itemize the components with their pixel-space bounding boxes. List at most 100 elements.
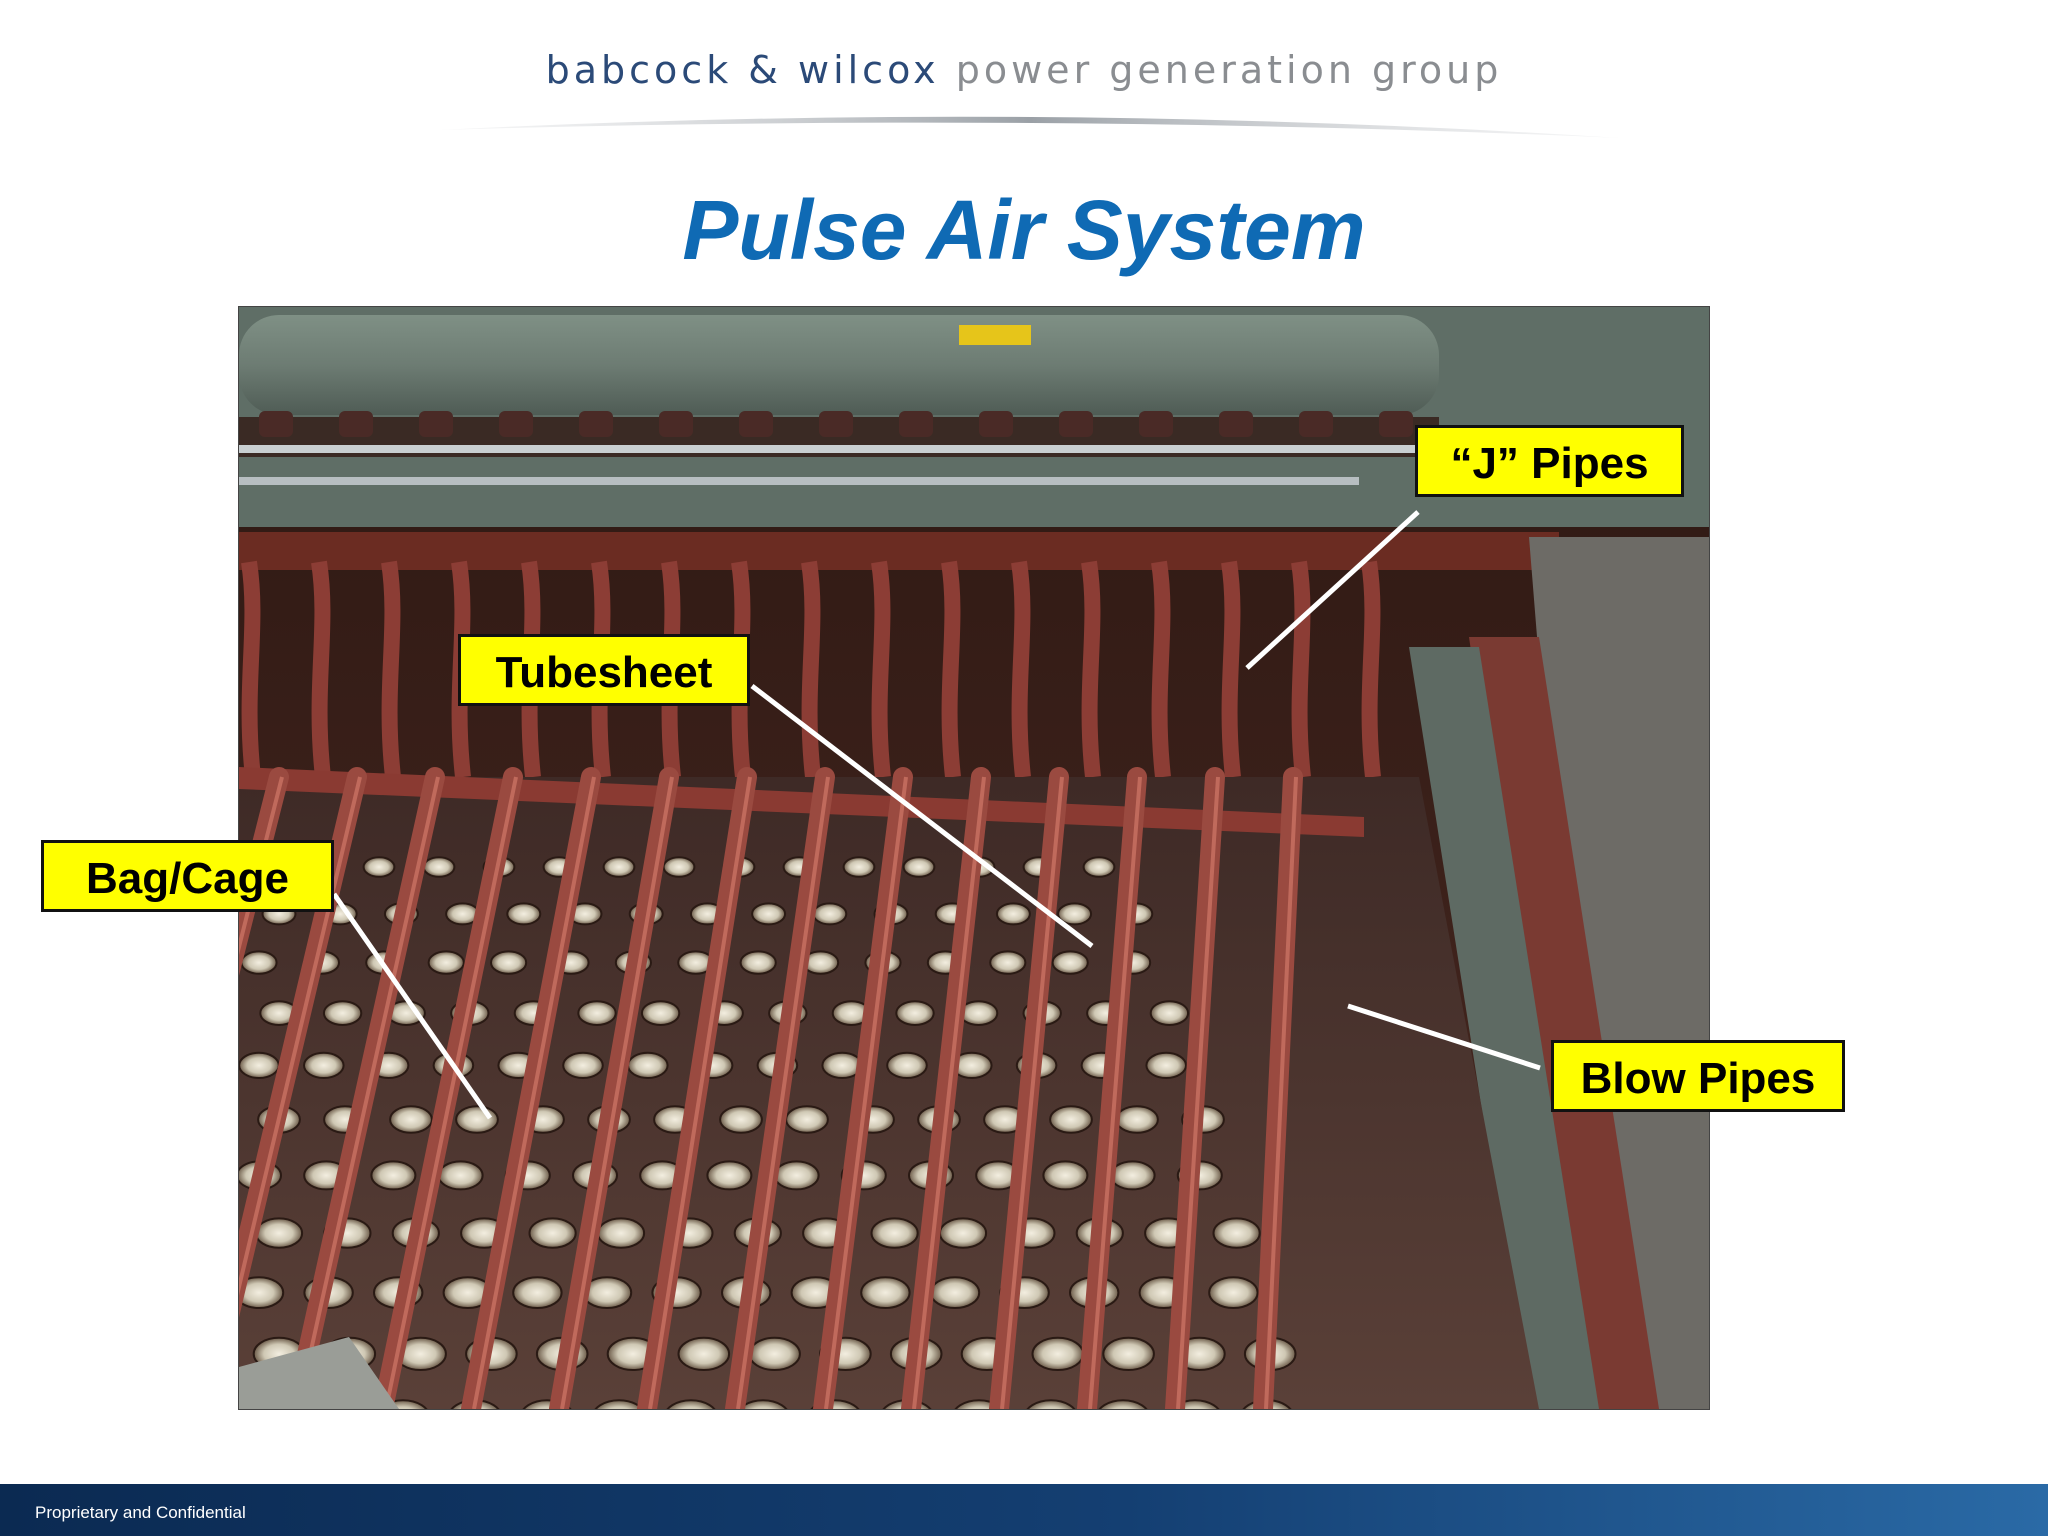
blow-pipe	[1165, 767, 1225, 1409]
bag-opening	[902, 856, 936, 878]
bag-opening	[528, 1217, 577, 1249]
j-pipe	[241, 560, 261, 778]
bag-opening	[719, 1105, 763, 1134]
j-pipe	[1291, 560, 1311, 778]
slide-title: Pulse Air System	[682, 183, 1366, 277]
valve	[739, 411, 773, 437]
bag-opening	[254, 1217, 304, 1249]
bag-opening	[1042, 1160, 1089, 1191]
bag-opening	[303, 1051, 345, 1080]
valve	[819, 411, 853, 437]
bag-opening	[1049, 1105, 1093, 1134]
bag-opening	[1057, 902, 1093, 926]
blow-pipe-highlight	[1264, 776, 1298, 1409]
valve	[499, 411, 533, 437]
bag-opening	[662, 856, 696, 878]
bag-opening	[738, 1399, 788, 1409]
bag-opening	[455, 1105, 499, 1134]
tubesheet-label: Tubesheet	[458, 634, 750, 706]
bag-opening	[640, 1000, 681, 1026]
bag-opening	[370, 1160, 417, 1191]
bag-opening	[739, 950, 777, 975]
bag-opening	[422, 856, 456, 878]
valve	[579, 411, 613, 437]
j-pipe	[1361, 560, 1381, 778]
j-pipes-label: “J” Pipes	[1415, 425, 1684, 497]
blow-pipe-highlight	[560, 776, 674, 1409]
valve	[1379, 411, 1413, 437]
bag-opening	[706, 1160, 753, 1191]
bag-opening	[785, 1105, 829, 1134]
bag-opening	[506, 902, 542, 926]
blow-pipe	[1253, 767, 1303, 1409]
bag-opening	[895, 1000, 935, 1026]
valve	[1059, 411, 1093, 437]
valve	[1299, 411, 1333, 437]
j-pipe	[871, 560, 891, 778]
valve	[339, 411, 373, 437]
j-pipe	[1081, 560, 1101, 778]
bag-opening	[812, 902, 848, 926]
bag-opening	[989, 950, 1027, 975]
bag-opening	[751, 902, 787, 926]
bag-opening	[577, 1000, 617, 1026]
valve	[979, 411, 1013, 437]
bag-opening	[773, 1160, 820, 1191]
bag-opening	[602, 856, 636, 878]
j-pipe	[1221, 560, 1241, 778]
valve	[1219, 411, 1253, 437]
bag-opening	[842, 856, 876, 878]
bag-opening	[1102, 1336, 1155, 1372]
j-pipe	[941, 560, 961, 778]
bag-opening	[627, 1051, 669, 1080]
j-pipe	[801, 560, 821, 778]
bag-opening	[886, 1051, 928, 1080]
bag-opening	[870, 1217, 919, 1249]
header-swoosh	[440, 116, 1620, 138]
blow-pipe-highlight	[1176, 776, 1220, 1409]
bag-opening	[1051, 950, 1089, 975]
blow-pipe	[461, 767, 601, 1409]
company-logo: babcock & wilcox power generation group	[0, 48, 2048, 92]
bag-opening	[1149, 1000, 1190, 1026]
bag-opening	[1082, 856, 1116, 878]
bag-opening	[938, 1217, 988, 1249]
bag-opening	[1109, 1160, 1156, 1191]
bag-opening	[995, 902, 1031, 926]
bag-opening	[748, 1336, 801, 1372]
blow-pipe	[637, 767, 757, 1409]
blow-pipes-label: Blow Pipes	[1551, 1040, 1845, 1112]
bag-opening	[239, 1276, 285, 1309]
blow-pipe-highlight	[472, 776, 596, 1409]
bag-opening	[594, 1399, 644, 1409]
bag-opening	[1212, 1217, 1261, 1249]
j-pipe	[1011, 560, 1031, 778]
j-pipe	[1151, 560, 1171, 778]
blow-pipe-highlight	[1088, 776, 1142, 1409]
bag-opening	[666, 1399, 716, 1409]
valve	[259, 411, 293, 437]
j-pipe	[381, 560, 401, 778]
bag-opening	[1098, 1399, 1148, 1409]
blow-pipe	[1077, 767, 1147, 1409]
j-pipe	[311, 560, 331, 778]
bag-opening	[1208, 1276, 1259, 1309]
valve	[659, 411, 693, 437]
valve	[419, 411, 453, 437]
bag-opening	[562, 1051, 604, 1080]
bag-opening	[362, 856, 396, 878]
blow-pipe	[549, 767, 679, 1409]
footer-bar	[0, 1484, 2048, 1536]
bag-opening	[1145, 1051, 1188, 1080]
brand-name-secondary: power generation group	[955, 48, 1503, 92]
bag-opening	[1031, 1336, 1085, 1372]
bag-opening	[322, 1000, 363, 1026]
bag-opening	[389, 1105, 433, 1134]
bag-opening	[490, 950, 528, 975]
valve	[1139, 411, 1173, 437]
bag-opening	[427, 950, 465, 975]
bag-opening	[596, 1217, 646, 1249]
blow-pipe-highlight	[648, 776, 752, 1409]
bag-opening	[437, 1160, 484, 1191]
